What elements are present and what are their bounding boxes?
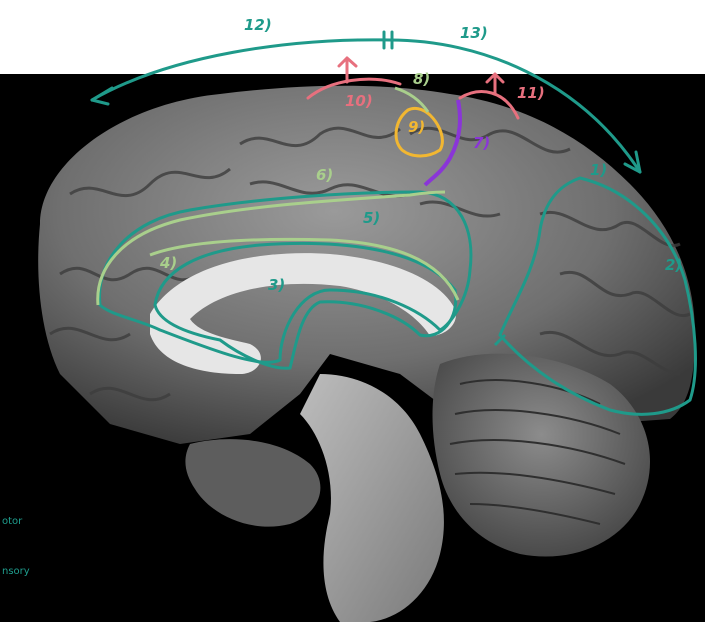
arrowhead-left-icon (90, 86, 114, 106)
pink-arrow-11 (458, 72, 520, 120)
side-note-sensory: nsory (2, 566, 30, 577)
label-7: 7) (473, 134, 490, 152)
outline-region-2 (498, 176, 697, 416)
cerebellum-folia (449, 379, 626, 525)
label-6: 6) (316, 166, 333, 184)
label-13: 13) (460, 24, 488, 42)
label-3: 3) (268, 276, 285, 294)
label-9: 9) (408, 118, 425, 136)
label-1: 1) (590, 161, 607, 179)
outline-region-4 (96, 190, 446, 306)
brainstem (300, 374, 444, 622)
brain-midsagittal-photo (0, 74, 705, 622)
outline-region-3 (153, 241, 458, 370)
label-5: 5) (363, 209, 380, 227)
pink-arrow-10 (306, 56, 402, 100)
temporal-lobe (185, 439, 321, 527)
line-region-1 (493, 333, 507, 347)
arc-divider-mark (382, 30, 394, 50)
line-region-7 (423, 99, 462, 187)
arc-12-13 (90, 30, 642, 174)
line-region-8 (394, 86, 430, 113)
gyri-texture (49, 126, 691, 402)
label-4: 4) (159, 254, 177, 272)
side-note-motor: otor (2, 516, 23, 527)
label-8: 8) (413, 70, 430, 88)
label-10: 10) (345, 92, 373, 110)
label-12: 12) (244, 16, 272, 34)
outline-region-9 (394, 106, 444, 158)
outline-region-6 (149, 237, 460, 301)
label-11: 11) (517, 84, 545, 102)
label-2: 2) (665, 256, 682, 274)
arrowhead-right-icon (623, 150, 642, 174)
